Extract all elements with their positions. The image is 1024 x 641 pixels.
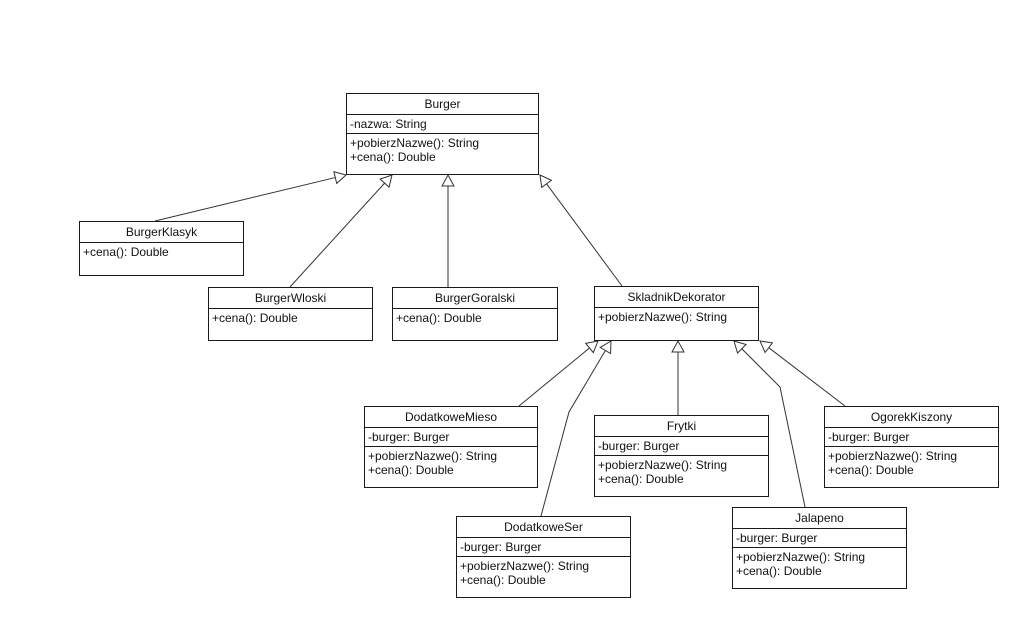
- class-operation: +pobierzNazwe(): String: [368, 449, 498, 463]
- class-dodatkowe-mieso[interactable]: DodatkoweMieso -burger: Burger +pobierzN…: [364, 406, 538, 488]
- class-operation: +cena(): Double: [350, 150, 436, 164]
- class-attribute: -burger: Burger: [460, 540, 542, 554]
- relation-line: [741, 348, 806, 508]
- class-ogorek-kiszony[interactable]: OgorekKiszony -burger: Burger +pobierzNa…: [824, 406, 999, 488]
- class-dodatkowe-ser[interactable]: DodatkoweSer -burger: Burger +pobierzNaz…: [456, 516, 631, 598]
- class-name: DodatkoweMieso: [365, 407, 537, 428]
- class-operations: +cena(): Double: [209, 309, 372, 327]
- inheritance-triangle-icon: [584, 340, 599, 354]
- class-attributes: -burger: Burger: [457, 538, 630, 557]
- relation-line: [518, 347, 590, 407]
- relation-line: [289, 182, 385, 288]
- relation-line: [546, 183, 623, 287]
- class-operations: +pobierzNazwe(): String+cena(): Double: [365, 447, 537, 479]
- inheritance-triangle-icon: [733, 340, 747, 354]
- class-attribute: -burger: Burger: [828, 430, 910, 444]
- relation-line: [768, 347, 846, 407]
- class-operation: +pobierzNazwe(): String: [350, 136, 480, 150]
- class-operations: +pobierzNazwe(): String: [595, 308, 758, 326]
- generalization-arrow: [671, 339, 685, 415]
- class-burger-klasyk[interactable]: BurgerKlasyk +cena(): Double: [79, 221, 244, 276]
- class-operation: +cena(): Double: [212, 311, 298, 325]
- class-operations: +pobierzNazwe(): String+cena(): Double: [457, 557, 630, 589]
- inheritance-triangle-icon: [759, 340, 774, 354]
- class-name: OgorekKiszony: [825, 407, 998, 428]
- class-name: Frytki: [595, 416, 768, 437]
- class-operations: +cena(): Double: [393, 309, 557, 327]
- class-operations: +pobierzNazwe(): String+cena(): Double: [825, 447, 998, 479]
- class-name: SkladnikDekorator: [595, 287, 758, 308]
- relation-line: [154, 177, 336, 222]
- inheritance-triangle-icon: [539, 174, 553, 189]
- class-operations: +pobierzNazwe(): String+cena(): Double: [733, 548, 906, 580]
- class-operations: +pobierzNazwe(): String+cena(): Double: [595, 456, 768, 488]
- class-operation: +cena(): Double: [736, 564, 822, 578]
- generalization-arrow: [540, 340, 612, 517]
- class-attributes: -burger: Burger: [365, 428, 537, 447]
- class-name: BurgerKlasyk: [80, 222, 243, 243]
- class-operation: +pobierzNazwe(): String: [828, 449, 958, 463]
- class-operation: +cena(): Double: [598, 472, 684, 486]
- class-name: BurgerWloski: [209, 288, 372, 309]
- generalization-arrow: [733, 340, 806, 508]
- class-operation: +cena(): Double: [368, 463, 454, 477]
- class-burger-goralski[interactable]: BurgerGoralski +cena(): Double: [392, 287, 558, 341]
- class-operation: +pobierzNazwe(): String: [460, 559, 590, 573]
- class-operations: +pobierzNazwe(): String+cena(): Double: [347, 134, 538, 166]
- generalization-arrow: [289, 174, 393, 288]
- class-name: Jalapeno: [733, 508, 906, 529]
- inheritance-triangle-icon: [333, 171, 348, 185]
- class-operation: +pobierzNazwe(): String: [598, 458, 728, 472]
- inheritance-triangle-icon: [441, 173, 455, 187]
- inheritance-triangle-icon: [671, 339, 685, 353]
- class-operation: +cena(): Double: [396, 311, 482, 325]
- class-attributes: -nazwa: String: [347, 115, 538, 134]
- class-operation: +pobierzNazwe(): String: [736, 550, 866, 564]
- class-operation: +cena(): Double: [83, 245, 169, 259]
- class-operation: +cena(): Double: [460, 573, 546, 587]
- inheritance-triangle-icon: [379, 174, 393, 189]
- generalization-arrow: [154, 171, 348, 222]
- generalization-arrow: [518, 340, 599, 407]
- class-attributes: -burger: Burger: [733, 529, 906, 548]
- class-skladnik-dekorator[interactable]: SkladnikDekorator +pobierzNazwe(): Strin…: [594, 286, 759, 341]
- class-name: Burger: [347, 94, 538, 115]
- class-operation: +pobierzNazwe(): String: [598, 310, 728, 324]
- class-frytki[interactable]: Frytki -burger: Burger +pobierzNazwe(): …: [594, 415, 769, 497]
- class-name: DodatkoweSer: [457, 517, 630, 538]
- generalization-arrow: [759, 340, 846, 407]
- relation-line: [540, 350, 606, 517]
- class-jalapeno[interactable]: Jalapeno -burger: Burger +pobierzNazwe()…: [732, 507, 907, 589]
- class-name: BurgerGoralski: [393, 288, 557, 309]
- generalization-arrow: [441, 173, 455, 287]
- class-attribute: -burger: Burger: [598, 439, 680, 453]
- class-attribute: -burger: Burger: [736, 531, 818, 545]
- class-operation: +cena(): Double: [828, 463, 914, 477]
- inheritance-triangle-icon: [599, 340, 612, 355]
- class-operations: +cena(): Double: [80, 243, 243, 261]
- class-attributes: -burger: Burger: [595, 437, 768, 456]
- class-attributes: -burger: Burger: [825, 428, 998, 447]
- generalization-arrow: [539, 174, 623, 287]
- class-attribute: -burger: Burger: [368, 430, 450, 444]
- class-burger[interactable]: Burger -nazwa: String +pobierzNazwe(): S…: [346, 93, 539, 175]
- class-attribute: -nazwa: String: [350, 117, 427, 131]
- class-burger-wloski[interactable]: BurgerWloski +cena(): Double: [208, 287, 373, 341]
